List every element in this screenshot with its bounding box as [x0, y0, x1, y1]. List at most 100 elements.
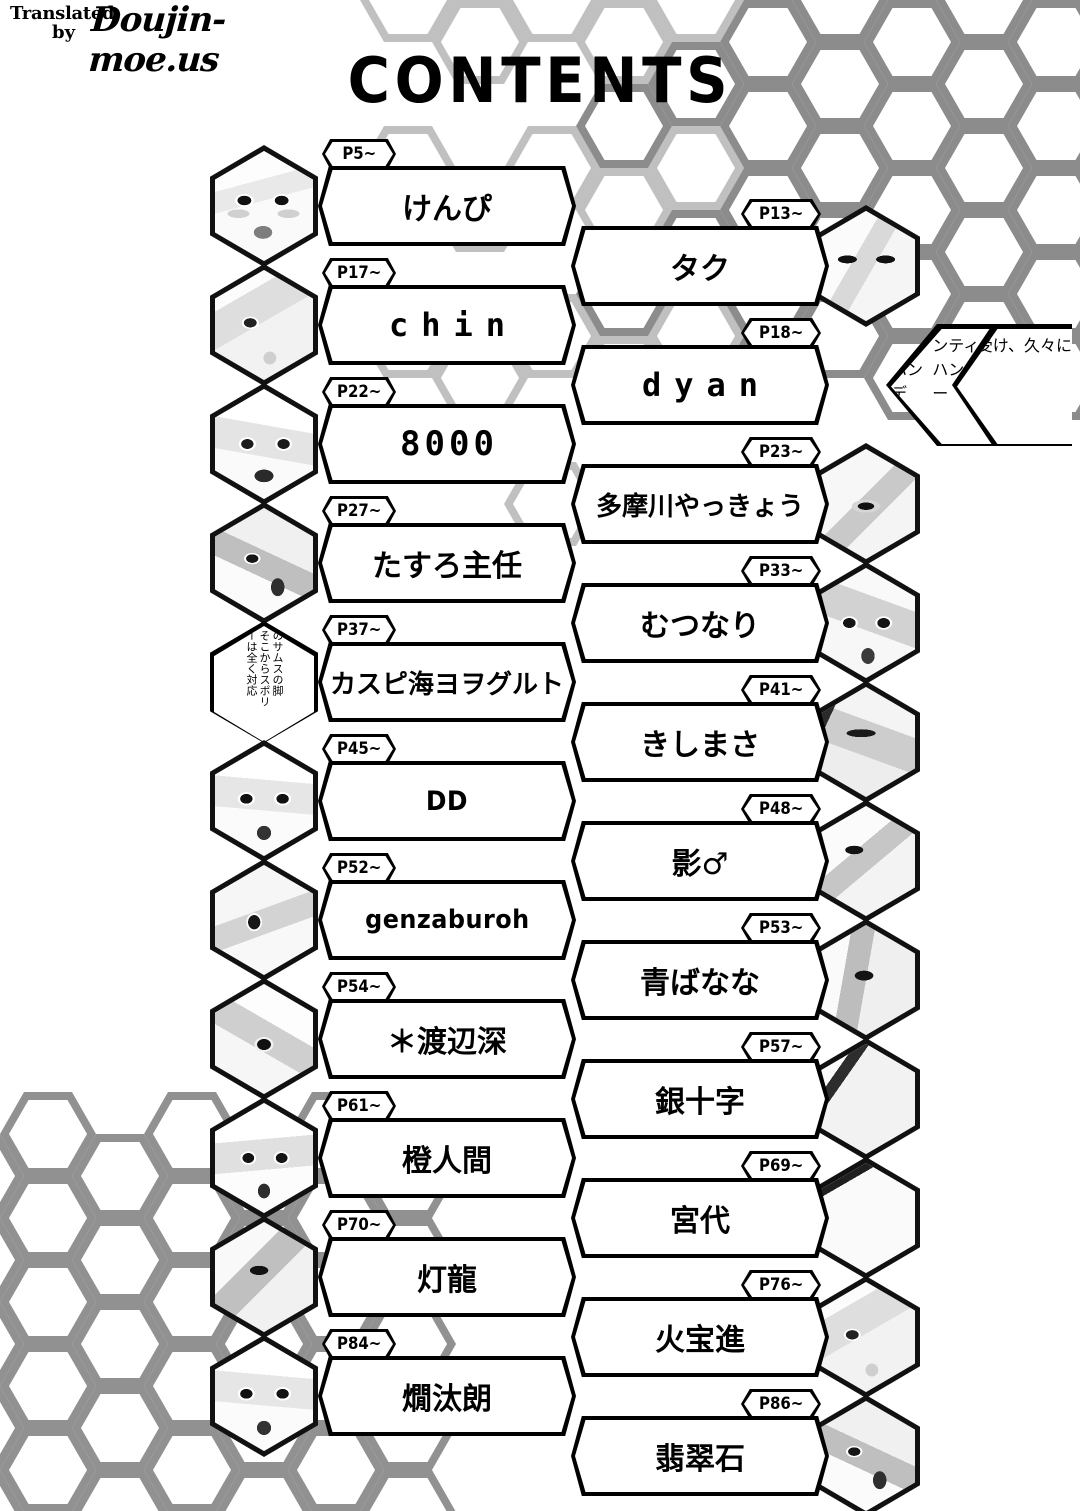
page-badge-label: P23~	[758, 442, 804, 462]
author-name-plate-inner: きしまさ	[575, 706, 825, 778]
author-name-plate[interactable]: 翡翠石	[571, 1416, 829, 1496]
page-badge[interactable]: P70~	[322, 1210, 396, 1240]
page-badge[interactable]: P86~	[741, 1389, 821, 1419]
page-badge[interactable]: P17~	[322, 258, 396, 288]
portrait-artwork	[817, 1163, 915, 1273]
page-badge[interactable]: P76~	[741, 1270, 821, 1300]
page-badge[interactable]: P45~	[322, 734, 396, 764]
author-name-plate-inner: けんぴ	[322, 170, 572, 242]
author-name-plate[interactable]: ＊渡辺深	[318, 999, 576, 1079]
honeycomb-cell	[936, 210, 1032, 294]
portrait-artwork	[215, 389, 313, 499]
author-name-plate-inner: 影♂	[575, 825, 825, 897]
page-badge[interactable]: P22~	[322, 377, 396, 407]
honeycomb-cell	[144, 1428, 240, 1511]
author-portrait-inner	[817, 568, 915, 678]
page-badge-label: P5~	[342, 144, 376, 164]
page-badge[interactable]: P37~	[322, 615, 396, 645]
author-name-plate[interactable]: むつなり	[571, 583, 829, 663]
page-badge[interactable]: P13~	[741, 199, 821, 229]
portrait-artwork	[817, 806, 915, 916]
page-badge[interactable]: P69~	[741, 1151, 821, 1181]
author-portrait	[210, 145, 318, 267]
page-badge-fill	[744, 202, 818, 226]
author-name: genzaburoh	[364, 905, 530, 935]
author-name-plate[interactable]: 燗汰朗	[318, 1356, 576, 1436]
page-badge[interactable]: P52~	[322, 853, 396, 883]
page-badge[interactable]: P33~	[741, 556, 821, 586]
honeycomb-cell	[0, 1302, 24, 1386]
author-name-plate[interactable]: タク	[571, 226, 829, 306]
page-badge[interactable]: P61~	[322, 1091, 396, 1121]
author-name-plate[interactable]: 8000	[318, 404, 576, 484]
author-name-plate[interactable]: 橙人間	[318, 1118, 576, 1198]
author-name-plate-inner: 燗汰朗	[322, 1360, 572, 1432]
author-name: 影♂	[671, 847, 729, 882]
author-name-plate-inner: たすろ主任	[322, 527, 572, 599]
honeycomb-cell	[72, 1386, 168, 1470]
author-name-plate[interactable]: たすろ主任	[318, 523, 576, 603]
author-name: ＊渡辺深	[387, 1025, 507, 1060]
portrait-artwork	[215, 984, 313, 1094]
author-name-plate[interactable]: 宮代	[571, 1178, 829, 1258]
page-badge-label: P48~	[758, 799, 804, 819]
vertical-note-col-3: ーは全く対応	[245, 630, 258, 696]
page-badge[interactable]: P53~	[741, 913, 821, 943]
page-badge-label: P69~	[758, 1156, 804, 1176]
page-badge[interactable]: P5~	[322, 139, 396, 169]
page-badge[interactable]: P84~	[322, 1329, 396, 1359]
author-name-plate[interactable]: 青ばなな	[571, 940, 829, 1020]
vertical-note-edge-col-small: ンティハンター	[932, 336, 981, 403]
vertical-note-col-2: そこからスポリ	[258, 630, 271, 707]
page-badge-fill	[744, 1154, 818, 1178]
page-badge[interactable]: P23~	[741, 437, 821, 467]
vertical-note-edge-col-3: 受け、久々に	[976, 336, 1072, 355]
author-name-plate[interactable]: 火宝進	[571, 1297, 829, 1377]
author-portrait-inner	[215, 746, 313, 856]
vertical-note-hexagon: のサムスの脚そこからスポリーは全く対応	[210, 621, 318, 743]
author-name: むつなり	[640, 609, 760, 644]
page-badge[interactable]: P27~	[322, 496, 396, 526]
honeycomb-cell	[0, 1386, 24, 1470]
honeycomb-cell	[0, 1260, 96, 1344]
honeycomb-cell	[288, 1428, 384, 1511]
author-portrait	[210, 1216, 318, 1338]
page-badge-fill	[325, 1094, 393, 1118]
page-badge[interactable]: P54~	[322, 972, 396, 1002]
page-badge-fill	[744, 1392, 818, 1416]
author-name-plate[interactable]: DD	[318, 761, 576, 841]
honeycomb-cell	[0, 1176, 96, 1260]
author-name-plate[interactable]: カスピ海ヨヲグルト	[318, 642, 576, 722]
author-name: 多摩川やっきょう	[595, 491, 804, 522]
author-name-plate-inner: 火宝進	[575, 1301, 825, 1373]
page-title: CONTENTS	[347, 44, 733, 117]
author-portrait-inner	[215, 389, 313, 499]
author-name-plate[interactable]: 銀十字	[571, 1059, 829, 1139]
page-badge-label: P41~	[758, 680, 804, 700]
author-name: カスピ海ヨヲグルト	[329, 669, 564, 700]
author-name-plate[interactable]: genzaburoh	[318, 880, 576, 960]
page-badge[interactable]: P18~	[741, 318, 821, 348]
author-name-plate[interactable]: dyan	[571, 345, 829, 425]
author-name-plate[interactable]: 灯龍	[318, 1237, 576, 1317]
author-name-plate[interactable]: けんぴ	[318, 166, 576, 246]
author-name: 燗汰朗	[402, 1382, 492, 1417]
vertical-note-inner: のサムスの脚そこからスポリーは全く対応	[214, 626, 314, 742]
author-name-plate-inner: dyan	[575, 349, 825, 421]
page-badge[interactable]: P48~	[741, 794, 821, 824]
page-badge[interactable]: P41~	[741, 675, 821, 705]
vertical-note-edge-col-2: クとハンデ	[891, 336, 924, 403]
page-badge-label: P33~	[758, 561, 804, 581]
honeycomb-cell	[0, 1218, 24, 1302]
author-portrait-inner	[215, 984, 313, 1094]
author-name-plate[interactable]: 多摩川やっきょう	[571, 464, 829, 544]
author-name-plate[interactable]: 影♂	[571, 821, 829, 901]
author-name-plate-inner: 翡翠石	[575, 1420, 825, 1492]
page-badge[interactable]: P57~	[741, 1032, 821, 1062]
author-portrait-inner	[215, 508, 313, 618]
author-name-plate-inner: 宮代	[575, 1182, 825, 1254]
author-name-plate[interactable]: chin	[318, 285, 576, 365]
author-name-plate[interactable]: きしまさ	[571, 702, 829, 782]
author-name-plate-inner: 多摩川やっきょう	[575, 468, 825, 540]
